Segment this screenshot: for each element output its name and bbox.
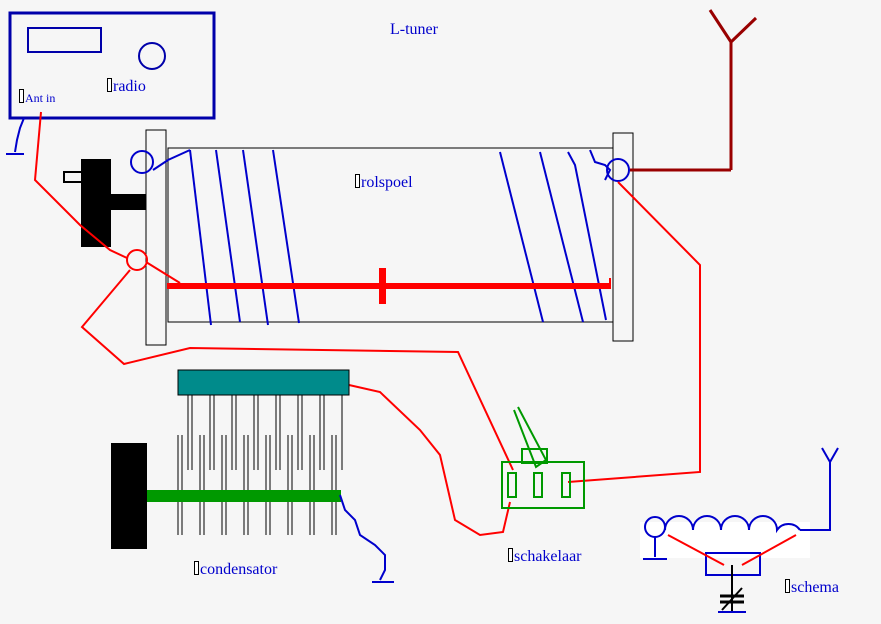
coil-right-terminal bbox=[606, 158, 630, 182]
antenna bbox=[630, 9, 758, 172]
condensator-top-plate bbox=[177, 369, 350, 396]
coil-windings bbox=[152, 149, 612, 326]
schakelaar-switch bbox=[501, 406, 585, 509]
condensator-shaft bbox=[146, 490, 341, 502]
label-marker-icon bbox=[19, 89, 24, 103]
schakelaar-label: schakelaar bbox=[508, 548, 582, 565]
radio-label: radio bbox=[107, 78, 146, 95]
rolspoel-label: rolspoel bbox=[355, 174, 413, 191]
condensator-ground-wire bbox=[339, 494, 394, 583]
label-marker-icon bbox=[785, 579, 790, 593]
schema-label: schema bbox=[785, 579, 839, 596]
radio-label-text: radio bbox=[113, 78, 146, 95]
slider-terminal bbox=[126, 249, 148, 271]
ant-in-label-text: Ant in bbox=[25, 91, 56, 105]
radio-display bbox=[27, 27, 102, 53]
condensator-knob bbox=[111, 443, 147, 549]
coil-knob bbox=[63, 159, 146, 247]
label-marker-icon bbox=[508, 548, 513, 562]
ant-in-label: Ant in bbox=[19, 89, 55, 104]
condensator-label-text: condensator bbox=[200, 561, 278, 578]
coil-left-terminal bbox=[130, 150, 154, 174]
condensator-label: condensator bbox=[194, 561, 277, 578]
radio-ground-wire bbox=[6, 117, 25, 155]
label-marker-icon bbox=[107, 78, 112, 92]
schema-circuit bbox=[640, 447, 839, 613]
radio-unit bbox=[8, 11, 216, 120]
condensator bbox=[111, 369, 350, 549]
slider-rod bbox=[167, 268, 611, 304]
label-marker-icon bbox=[355, 174, 360, 188]
label-marker-icon bbox=[194, 561, 199, 575]
schema-label-text: schema bbox=[791, 579, 839, 596]
title-label: L-tuner bbox=[390, 21, 438, 38]
red-wiring bbox=[33, 111, 701, 537]
rolspoel-label-text: rolspoel bbox=[361, 174, 413, 191]
schakelaar-label-text: schakelaar bbox=[514, 548, 582, 565]
coil-frame bbox=[145, 129, 634, 346]
radio-knob bbox=[138, 42, 166, 70]
